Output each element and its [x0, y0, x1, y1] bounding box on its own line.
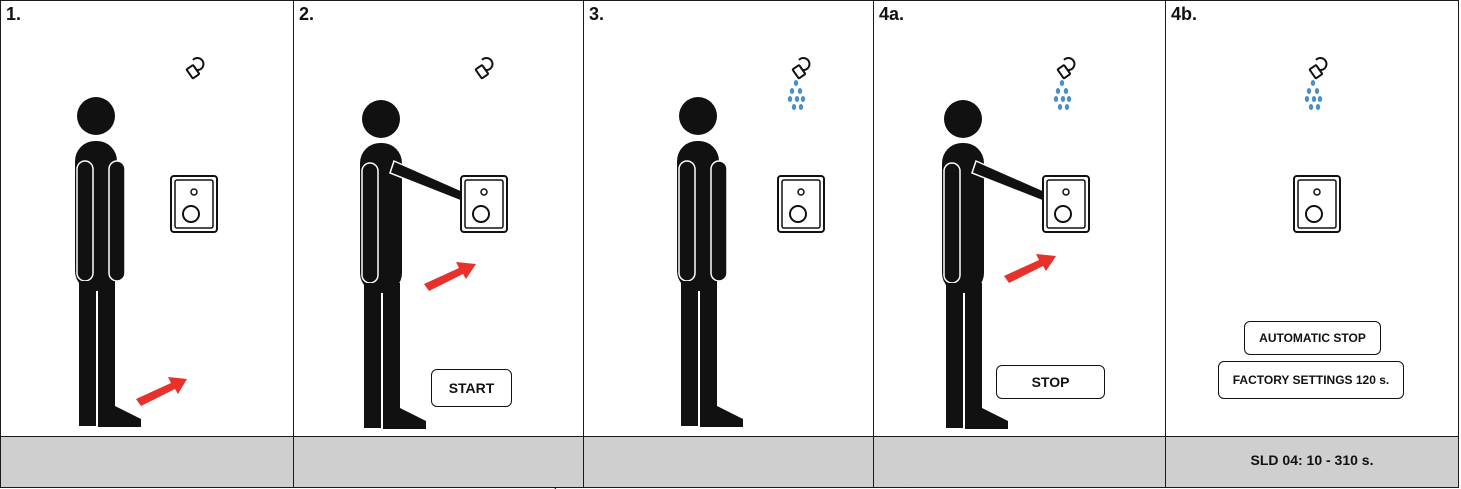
shower-head-icon	[1309, 58, 1326, 79]
step-4b-illustration	[1166, 1, 1460, 489]
automatic-stop-label: AUTOMATIC STOP	[1244, 321, 1381, 355]
push-button-panel-icon	[1043, 176, 1089, 232]
panel-step-2: 2. START	[293, 0, 583, 488]
step-3-illustration	[584, 1, 874, 489]
water-drops-icon	[788, 80, 805, 110]
stop-label: STOP	[996, 365, 1105, 399]
panel-footer	[584, 436, 873, 487]
panel-footer	[1, 436, 293, 487]
shower-head-icon	[1057, 58, 1074, 79]
step-2-illustration	[294, 1, 584, 489]
step-4a-illustration	[874, 1, 1166, 489]
panel-step-3: 3.	[583, 0, 873, 488]
shower-head-icon	[792, 58, 809, 79]
footer-text: SLD 04: 10 - 310 s.	[1166, 452, 1458, 468]
panel-footer	[874, 436, 1165, 487]
push-button-panel-icon	[778, 176, 824, 232]
push-button-panel-icon	[461, 176, 507, 232]
direction-arrow-icon	[136, 377, 187, 406]
panel-step-4a: 4a.	[873, 0, 1165, 488]
panel-footer: SLD 04: 10 - 310 s.	[1166, 436, 1458, 487]
panel-step-1: 1.	[0, 0, 293, 488]
shower-head-icon	[186, 58, 203, 79]
person-icon	[677, 97, 743, 427]
push-button-panel-icon	[1294, 176, 1340, 232]
direction-arrow-icon	[1004, 254, 1056, 283]
shower-head-icon	[475, 58, 492, 79]
start-label: START	[431, 369, 512, 407]
water-drops-icon	[1054, 80, 1071, 110]
factory-settings-label: FACTORY SETTINGS 120 s.	[1218, 361, 1404, 399]
push-button-panel-icon	[171, 176, 217, 232]
direction-arrow-icon	[424, 262, 476, 291]
water-drops-icon	[1305, 80, 1322, 110]
step-1-illustration	[1, 1, 294, 489]
panel-step-4b: 4b. AUTOMATIC STOP	[1165, 0, 1459, 488]
panel-footer	[294, 436, 583, 487]
person-icon	[75, 97, 141, 427]
